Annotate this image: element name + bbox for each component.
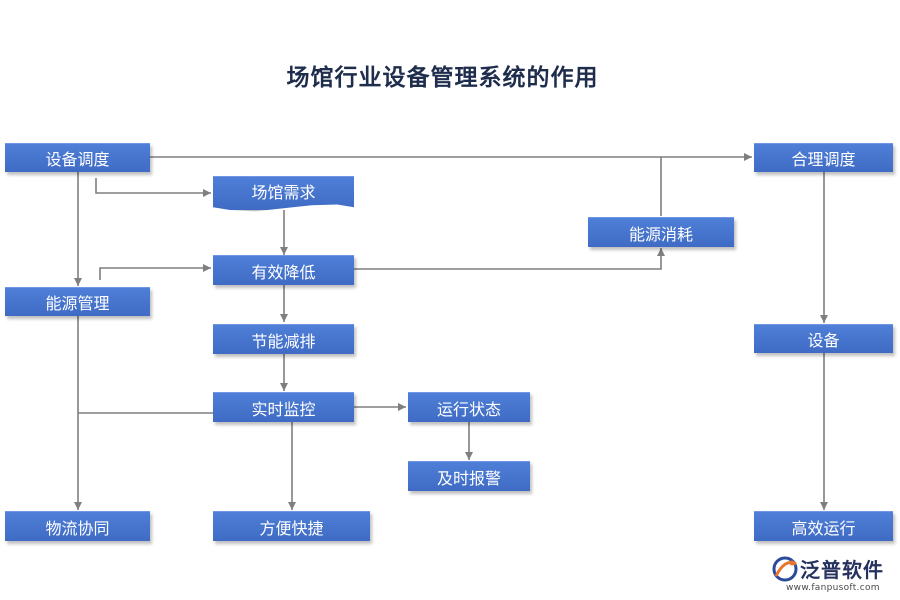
node-equipment: 设备 [754,324,893,353]
node-efficient-operation: 高效运行 [754,511,893,541]
node-running-status: 运行状态 [408,392,530,422]
node-realtime-monitor: 实时监控 [213,392,354,422]
node-timely-alarm: 及时报警 [408,461,530,491]
node-energy-saving: 节能减排 [213,324,354,354]
logo-name: 泛普软件 [800,558,884,582]
diagram-title: 场馆行业设备管理系统的作用 [286,64,599,91]
node-convenient: 方便快捷 [213,511,370,541]
edge-scheduling-to-demand [95,178,211,197]
node-scheduling: 设备调度 [5,143,150,172]
fanpu-logo: 泛普软件 www.fanpusoft.com [770,552,895,596]
edge-energy-mgmt-to-reduction [99,264,211,280]
node-logistics: 物流协同 [5,511,150,541]
fanpu-logo-icon [772,556,798,582]
node-effective-reduction: 有效降低 [213,255,354,285]
logo-url: www.fanpusoft.com [786,583,880,593]
node-rational-scheduling: 合理调度 [754,143,893,172]
node-energy-mgmt: 能源管理 [5,287,150,316]
edge-reduction-to-consumption [354,248,665,270]
node-energy-consumption: 能源消耗 [588,217,734,247]
node-venue-demand: 场馆需求 [213,176,354,210]
